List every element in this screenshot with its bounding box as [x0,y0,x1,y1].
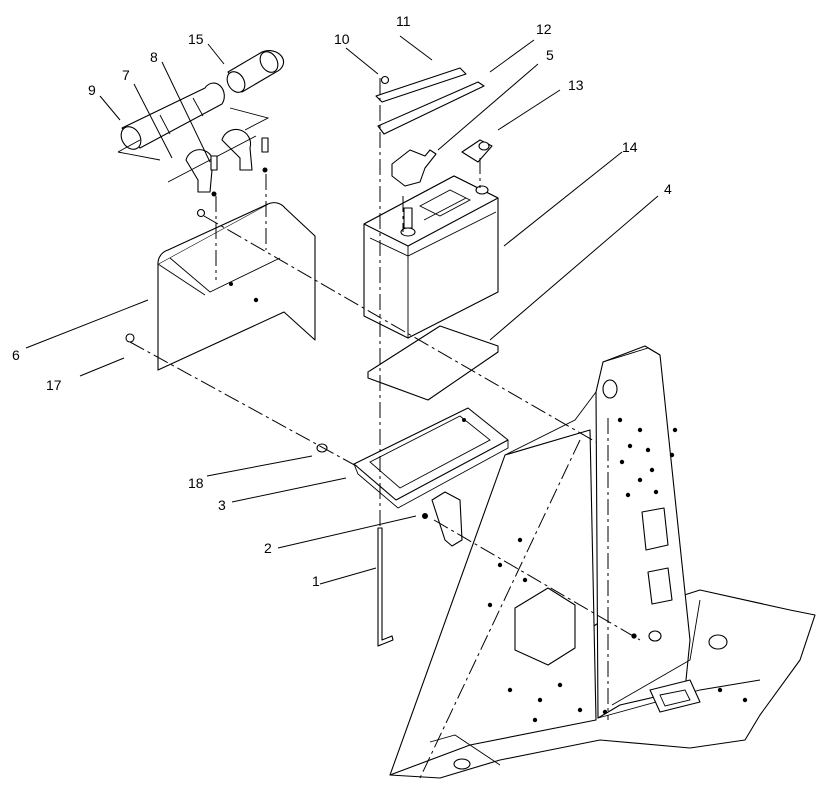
callout-5: 5 [546,47,554,63]
chassis-frame [389,345,816,779]
battery-part-14 [363,175,499,339]
callout-3: 3 [218,497,226,513]
screw-head [196,208,206,218]
sleeve-part-15 [226,50,285,93]
assembly-center-lines [129,78,641,779]
battery-pad-part-4 [367,325,499,401]
callout-6: 6 [12,347,20,363]
bolt-part-17 [125,333,135,343]
nut-part-10 [380,75,390,85]
cylinder-part-9 [120,82,225,150]
leader-lines [25,35,659,585]
callout-2: 2 [264,540,272,556]
band-outline-9 [117,139,141,153]
callout-11: 11 [396,13,411,29]
callout-9: 9 [88,82,96,98]
callout-1: 1 [312,573,320,589]
bracket-part-2 [422,491,463,547]
callout-15: 15 [188,31,204,47]
terminal-cap-part-5 [391,149,437,187]
battery-tray-part-3 [353,407,509,509]
frame-holes [487,417,748,723]
battery-cover-part-6 [157,202,316,371]
hold-down-rod-part-1 [377,527,394,647]
callout-18: 18 [188,475,204,491]
spacer-part-18 [316,443,328,453]
callout-17: 17 [46,377,62,393]
callout-10: 10 [334,31,350,47]
callout-7: 7 [122,67,130,83]
callout-13: 13 [568,77,584,93]
screw-part-8 [210,137,269,197]
clamp-part-7 [167,128,257,193]
callout-12: 12 [536,21,552,37]
callout-8: 8 [150,49,158,65]
terminal-cap-part-13 [461,139,493,163]
callout-14: 14 [622,139,638,155]
hold-down-bar-part-12 [377,81,485,135]
callout-4: 4 [664,181,672,197]
